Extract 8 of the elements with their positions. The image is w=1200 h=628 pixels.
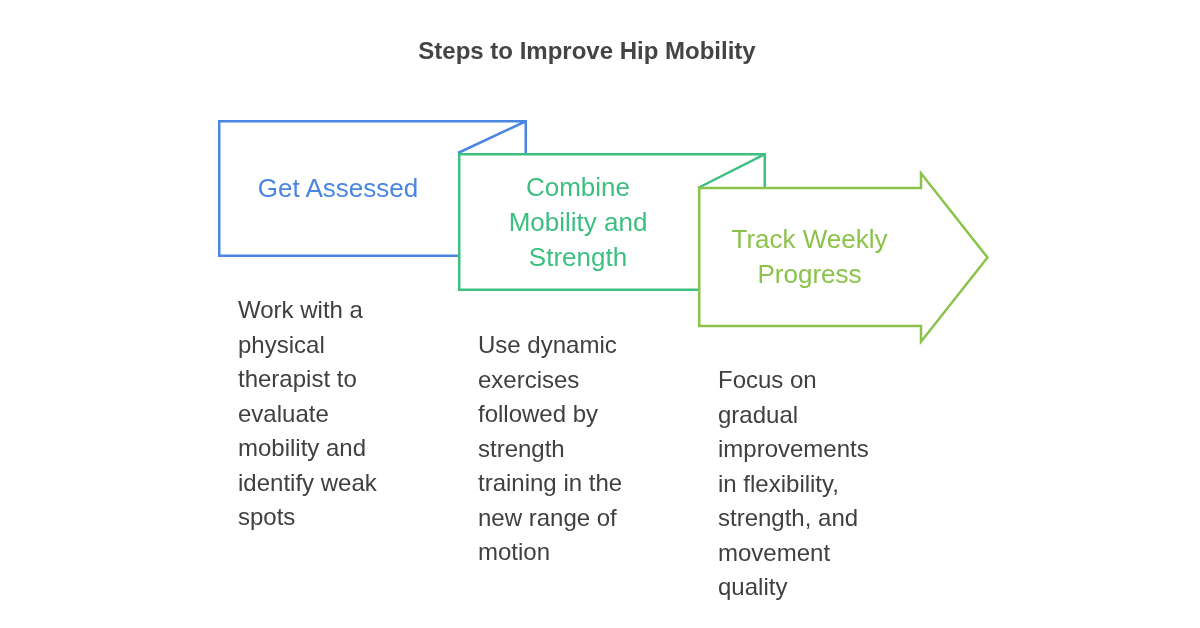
step-title: Get Assessed xyxy=(257,172,419,205)
step-description: Use dynamic exercises followed by strength training in the new range of motion xyxy=(478,330,624,567)
step-title: Track Weekly Progress xyxy=(730,223,889,291)
step-description: Work with a physical therapist to evaluate mobility and identify weak spots xyxy=(238,295,378,532)
step-description: Focus on gradual improvements in flexibility, strength, and movement quality xyxy=(718,365,870,602)
diagram-title: Steps to Improve Hip Mobility xyxy=(418,36,756,66)
step-title: Combine Mobility and Strength xyxy=(507,170,649,274)
step-arrow-shape xyxy=(698,172,990,343)
